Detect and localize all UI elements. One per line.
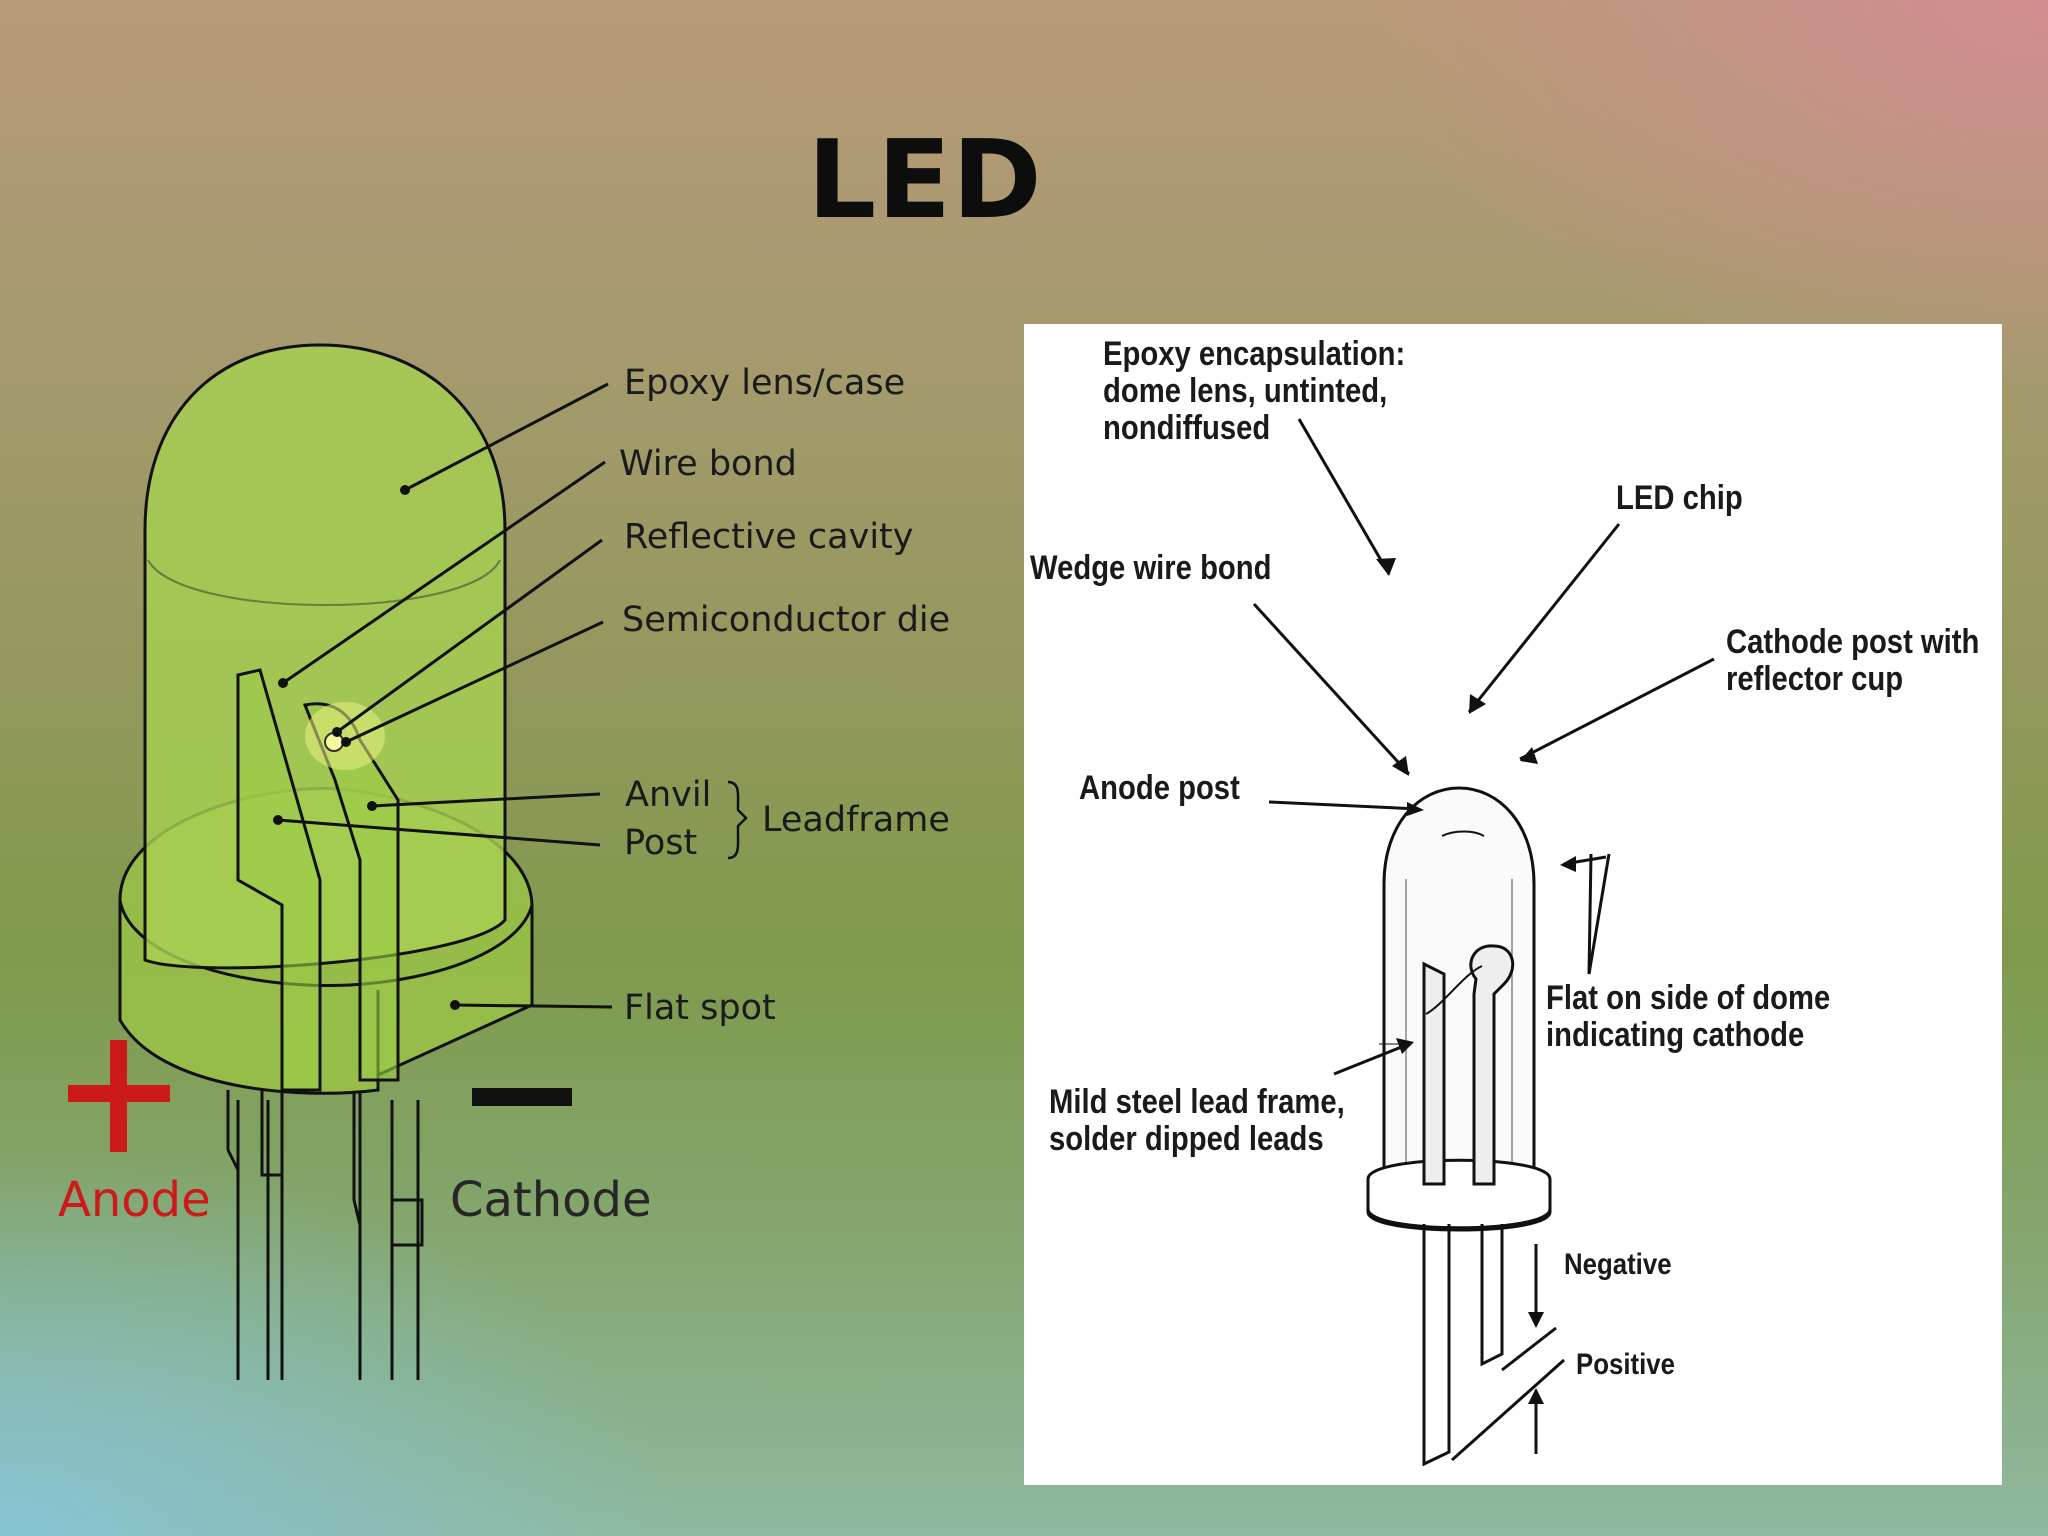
leader-dots [273, 485, 460, 1010]
internal-leadframe [236, 668, 400, 1092]
label-semiconductor-die: Semiconductor die [622, 600, 951, 640]
label-cathode-post-line1: Cathode post with [1726, 623, 1980, 661]
label-cathode-post-line2: reflector cup [1726, 660, 1904, 698]
label-negative: Negative [1564, 1248, 1672, 1281]
slide-title: LED [807, 118, 1043, 243]
label-anode: Anode [58, 1172, 211, 1228]
cathode-post-cup [1469, 944, 1515, 1186]
label-positive: Positive [1576, 1348, 1675, 1381]
label-mild-steel-line2: solder dipped leads [1049, 1120, 1324, 1158]
label-epoxy-lens: Epoxy lens/case [624, 363, 906, 403]
leadframe-brace [727, 780, 748, 860]
label-anvil: Anvil [625, 775, 712, 815]
label-led-chip: LED chip [1616, 479, 1743, 517]
label-epoxy-encapsulation-line2: dome lens, untinted, [1103, 372, 1388, 410]
label-leadframe: Leadframe [762, 800, 950, 840]
led-dome [143, 343, 507, 970]
negative-lead [1480, 1224, 1504, 1367]
anode-lead-lines [236, 1100, 284, 1380]
label-anode-post: Anode post [1079, 769, 1240, 807]
label-mild-steel-line1: Mild steel lead frame, [1049, 1083, 1345, 1121]
label-wedge-wire-bond: Wedge wire bond [1030, 549, 1272, 587]
cathode-minus-sign [472, 1088, 572, 1106]
led-line-drawing [1252, 418, 1715, 1467]
led-line-drawing-panel: Epoxy encapsulation: dome lens, untinted… [1024, 324, 2002, 1485]
leader-lines [277, 382, 613, 1009]
label-flat-side-line1: Flat on side of dome [1546, 979, 1831, 1017]
label-epoxy-encapsulation-line3: nondiffused [1103, 409, 1271, 447]
label-epoxy-encapsulation-line1: Epoxy encapsulation: [1103, 335, 1406, 373]
leads [226, 1090, 424, 1380]
label-flat-spot: Flat spot [624, 988, 776, 1028]
anode-post [1422, 961, 1446, 1186]
label-post: Post [624, 823, 698, 863]
anode-plus-sign [68, 1040, 170, 1152]
label-flat-side-line2: indicating cathode [1546, 1016, 1805, 1054]
label-reflective-cavity: Reflective cavity [624, 517, 914, 557]
label-wire-bond: Wire bond [619, 444, 797, 484]
positive-lead [1422, 1224, 1451, 1467]
anvil [236, 668, 322, 1092]
base-rim [1366, 1158, 1552, 1232]
cathode-lead-lines [358, 1100, 420, 1380]
label-cathode: Cathode [450, 1172, 652, 1228]
reflector-cup [305, 702, 385, 770]
arrowheads [1376, 558, 1576, 1404]
